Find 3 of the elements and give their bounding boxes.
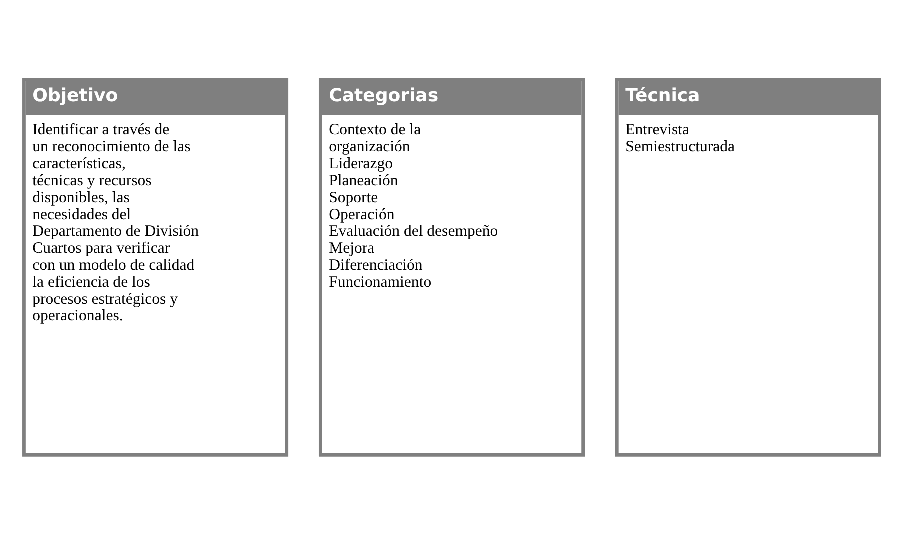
node-box: Objetivo Identificar a través de un reconocimiento de las características, técnicas y recursos disponibles, las necesidades del Departamento de División Cuartos para verificar con un modelo de calidad la eficiencia de los procesos estratégicos y operacionales. xyxy=(22,78,288,457)
node-box: Técnica Entrevista Semiestructurada xyxy=(614,78,881,457)
node-box: Categorias Contexto de la organización Liderazgo Planeación Soporte Operación Evaluación del desempeño Mejora Diferenciación Funcionamiento xyxy=(318,78,585,457)
